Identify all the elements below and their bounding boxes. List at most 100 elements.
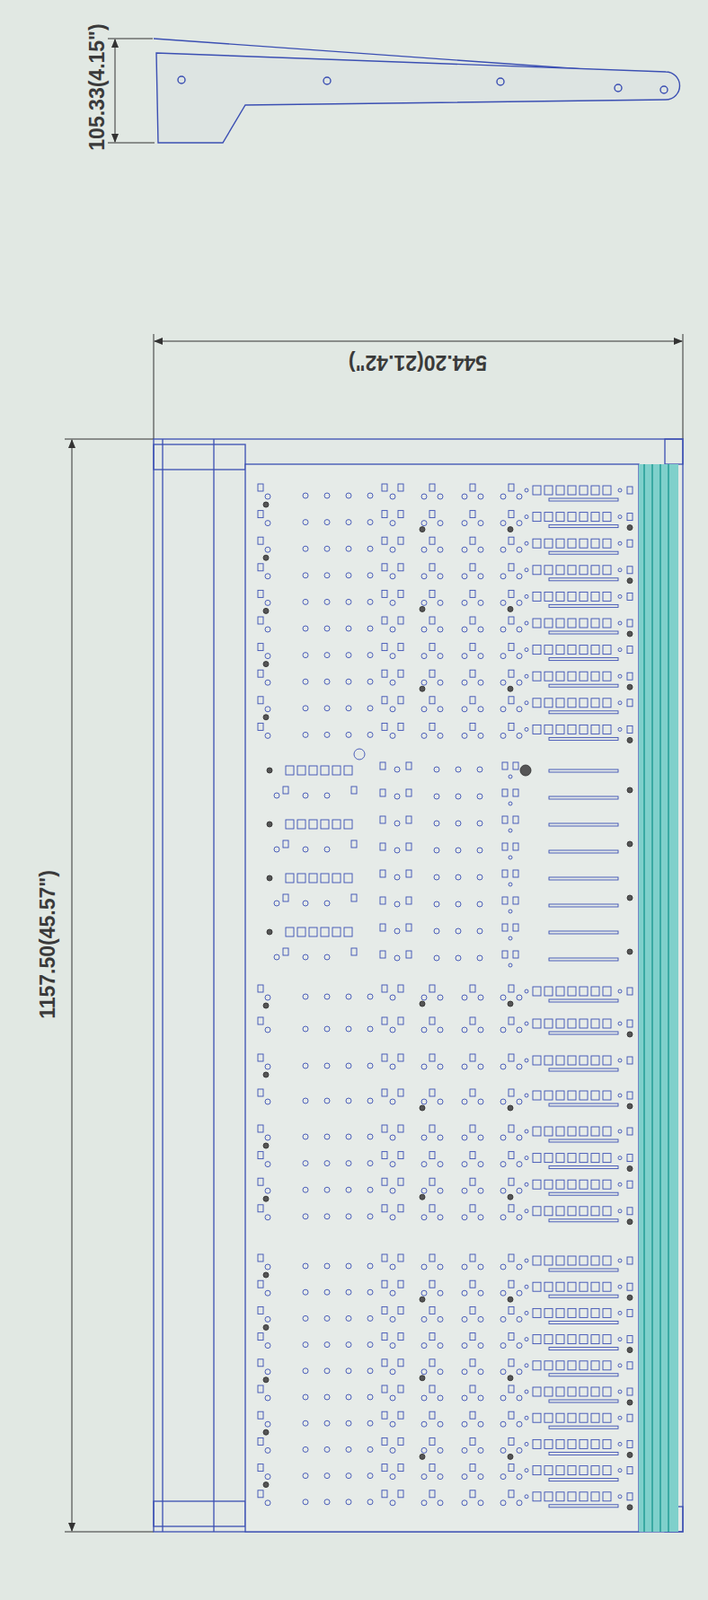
knob-circle bbox=[433, 955, 440, 962]
switch-square bbox=[380, 843, 386, 851]
knob-circle bbox=[302, 732, 309, 738]
knob-circle bbox=[507, 1454, 514, 1461]
knob-circle bbox=[627, 1167, 633, 1173]
button-square bbox=[602, 1256, 611, 1266]
button-square bbox=[579, 1019, 588, 1029]
knob-circle bbox=[500, 1501, 506, 1507]
knob-circle bbox=[500, 1265, 506, 1271]
knob-circle bbox=[500, 600, 506, 606]
knob-circle bbox=[507, 606, 514, 612]
knob-circle bbox=[477, 955, 483, 962]
button-square bbox=[567, 619, 576, 629]
switch-square bbox=[502, 762, 508, 770]
button-square bbox=[544, 1440, 553, 1450]
button-square bbox=[579, 646, 588, 655]
extension-line bbox=[107, 142, 155, 144]
knob-circle bbox=[324, 706, 330, 712]
switch-square bbox=[469, 1491, 476, 1499]
button-square bbox=[309, 766, 318, 776]
knob-circle bbox=[421, 1291, 427, 1297]
fader-slot bbox=[548, 850, 619, 854]
knob-circle bbox=[367, 573, 373, 579]
switch-square bbox=[381, 1491, 388, 1499]
knob-circle bbox=[265, 1501, 271, 1507]
button-square bbox=[309, 874, 318, 884]
knob-circle bbox=[324, 1290, 330, 1296]
knob-circle bbox=[477, 929, 483, 935]
switch-square bbox=[469, 644, 476, 652]
button-square bbox=[532, 1336, 541, 1346]
button-square bbox=[556, 1440, 565, 1450]
knob-circle bbox=[437, 1317, 443, 1323]
knob-circle bbox=[477, 1064, 484, 1071]
knob-circle bbox=[524, 488, 529, 493]
dimension-line bbox=[64, 439, 154, 1533]
knob-circle bbox=[524, 674, 529, 679]
knob-circle bbox=[477, 1162, 484, 1169]
knob-circle bbox=[618, 1390, 622, 1395]
armrest-line bbox=[212, 439, 214, 1533]
knob-circle bbox=[389, 1027, 396, 1034]
knob-circle bbox=[421, 547, 427, 553]
knob-circle bbox=[461, 1291, 468, 1297]
knob-circle bbox=[437, 1291, 443, 1297]
knob-circle bbox=[324, 1421, 330, 1427]
button-square bbox=[532, 1362, 541, 1372]
knob-circle bbox=[618, 621, 622, 626]
knob-circle bbox=[324, 793, 330, 799]
knob-circle bbox=[507, 1001, 514, 1008]
knob-circle bbox=[324, 1187, 330, 1194]
knob-circle bbox=[500, 1291, 506, 1297]
switch-square bbox=[627, 1494, 633, 1502]
switch-square bbox=[381, 1281, 388, 1289]
knob-circle bbox=[437, 680, 443, 686]
knob-circle bbox=[520, 765, 531, 777]
button-square bbox=[544, 619, 553, 629]
switch-square bbox=[398, 670, 404, 678]
fader-slot bbox=[548, 551, 619, 555]
button-square bbox=[602, 486, 611, 496]
knob-circle bbox=[477, 848, 483, 854]
knob-circle bbox=[477, 1370, 484, 1376]
knob-circle bbox=[461, 627, 468, 633]
switch-square bbox=[380, 870, 386, 878]
knob-circle bbox=[324, 520, 330, 526]
switch-square bbox=[627, 1415, 633, 1423]
button-square bbox=[544, 1154, 553, 1164]
knob-circle bbox=[461, 1027, 468, 1034]
switch-square bbox=[627, 1441, 633, 1449]
switch-square bbox=[469, 723, 476, 731]
switch-square bbox=[257, 1438, 264, 1446]
button-square bbox=[532, 1091, 541, 1101]
knob-circle bbox=[265, 1265, 271, 1271]
switch-square bbox=[381, 670, 388, 678]
button-square bbox=[297, 928, 306, 938]
knob-circle bbox=[367, 1026, 373, 1033]
knob-circle bbox=[302, 1369, 309, 1375]
knob-circle bbox=[302, 653, 309, 659]
knob-circle bbox=[524, 621, 529, 626]
button-square bbox=[285, 766, 294, 776]
knob-circle bbox=[618, 1130, 622, 1134]
knob-circle bbox=[477, 574, 484, 580]
button-square bbox=[556, 1467, 565, 1477]
fader-slot bbox=[548, 1479, 619, 1483]
channel-controls bbox=[257, 484, 633, 1512]
knob-circle bbox=[507, 1376, 514, 1382]
knob-circle bbox=[389, 600, 396, 606]
knob-circle bbox=[345, 1063, 352, 1070]
switch-square bbox=[469, 1089, 476, 1098]
button-square bbox=[579, 1493, 588, 1503]
knob-circle bbox=[508, 883, 513, 887]
knob-circle bbox=[324, 1026, 330, 1033]
button-square bbox=[285, 928, 294, 938]
button-square bbox=[602, 1440, 611, 1450]
knob-circle bbox=[367, 1098, 373, 1105]
button-square bbox=[532, 672, 541, 682]
button-square bbox=[567, 1127, 576, 1137]
knob-circle bbox=[455, 767, 461, 773]
switch-square bbox=[469, 1412, 476, 1420]
knob-circle bbox=[345, 1098, 352, 1105]
switch-square bbox=[398, 1438, 404, 1446]
knob-circle bbox=[516, 627, 523, 633]
